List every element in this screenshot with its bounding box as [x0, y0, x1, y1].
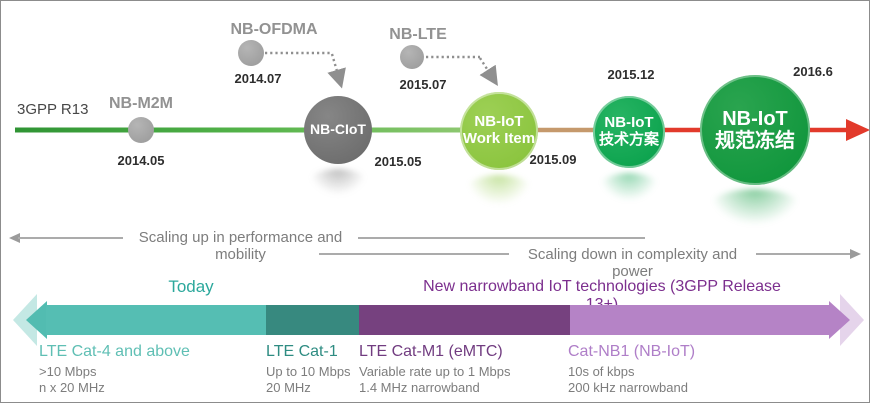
scaling-up-line-right: [358, 237, 645, 239]
milestone-nb-m2m-circle: [128, 117, 154, 143]
tech-plan-reflection: [599, 173, 659, 201]
cat4-bandwidth: n x 20 MHz: [39, 380, 105, 395]
release-label: 3GPP R13: [17, 101, 89, 118]
milestone-work-item-circle: NB-IoT Work Item: [460, 92, 538, 170]
date-nb-ciot: 2015.05: [374, 154, 422, 169]
date-nb-lte: 2015.07: [399, 77, 447, 92]
date-spec-freeze: 2016.6: [793, 64, 833, 79]
today-header: Today: [168, 277, 214, 296]
left-arrow-icon: [9, 232, 20, 243]
scaling-up-label: Scaling up in performance and mobility: [138, 229, 343, 263]
band-right-arrowhead-icon: [829, 301, 850, 339]
nb-m2m-label: NB-M2M: [109, 95, 173, 112]
catnb1-column: Cat-NB1 (NB-IoT) 10s of kbps 200 kHz nar…: [568, 343, 788, 396]
milestone-nb-ofdma-circle: [238, 40, 264, 66]
date-nb-m2m: 2014.05: [117, 153, 165, 168]
catm1-column: LTE Cat-M1 (eMTC) Variable rate up to 1 …: [359, 343, 559, 396]
right-arrow-icon: [850, 248, 861, 259]
band-right-chevron-icon: [840, 294, 864, 346]
nb-ofdma-label: NB-OFDMA: [230, 21, 318, 38]
work-item-label: NB-IoT Work Item: [462, 113, 536, 147]
catm1-rate: Variable rate up to 1 Mbps: [359, 364, 511, 379]
scaling-down-line-right: [756, 253, 850, 255]
work-item-reflection: [466, 175, 532, 205]
catnb1-rate: 10s of kbps: [568, 364, 635, 379]
band-segment-cat1: [266, 305, 359, 335]
cat1-column: LTE Cat-1 Up to 10 Mbps 20 MHz: [266, 343, 356, 396]
tech-plan-label: NB-IoT 技术方案: [598, 114, 659, 148]
band-segment-catm1: [359, 305, 570, 335]
catm1-name: LTE Cat-M1 (eMTC): [359, 343, 503, 360]
dashed-arrow-ofdma-icon: [265, 51, 346, 89]
scaling-down-line-left: [319, 253, 509, 255]
date-work-item: 2015.09: [529, 152, 577, 167]
ciot-reflection: [309, 169, 367, 195]
scaling-up-line-left: [18, 237, 123, 239]
red-arrow-icon: [846, 119, 869, 141]
nb-ciot-label: NB-CIoT: [310, 121, 366, 138]
cat4-name: LTE Cat-4 and above: [39, 343, 190, 360]
nb-lte-label: NB-LTE: [389, 26, 447, 43]
cat1-rate: Up to 10 Mbps: [266, 364, 351, 379]
milestone-tech-plan-circle: NB-IoT 技术方案: [593, 96, 665, 168]
cat1-name: LTE Cat-1: [266, 343, 338, 360]
spec-freeze-label: NB-IoT 规范冻结: [715, 107, 795, 152]
cat4-rate: >10 Mbps: [39, 364, 97, 379]
cat1-bandwidth: 20 MHz: [266, 380, 311, 395]
band-left-arrowhead-icon: [26, 301, 47, 339]
milestone-nb-ciot-circle: NB-CIoT: [304, 96, 372, 164]
dashed-arrow-nblte-icon: [426, 55, 498, 87]
spec-freeze-reflection: [709, 189, 801, 225]
catm1-bandwidth: 1.4 MHz narrowband: [359, 380, 480, 395]
catnb1-bandwidth: 200 kHz narrowband: [568, 380, 688, 395]
milestone-spec-freeze-circle: NB-IoT 规范冻结: [700, 75, 810, 185]
milestone-nb-lte-circle: [400, 45, 424, 69]
date-tech-plan: 2015.12: [607, 67, 655, 82]
date-nb-ofdma: 2014.07: [234, 71, 282, 86]
band-segment-catnb1: [570, 305, 829, 335]
catnb1-name: Cat-NB1 (NB-IoT): [568, 343, 696, 360]
scaling-down-label: Scaling down in complexity and power: [527, 246, 738, 280]
cat4-column: LTE Cat-4 and above >10 Mbps n x 20 MHz: [39, 343, 254, 396]
band-segment-cat4: [46, 305, 266, 335]
